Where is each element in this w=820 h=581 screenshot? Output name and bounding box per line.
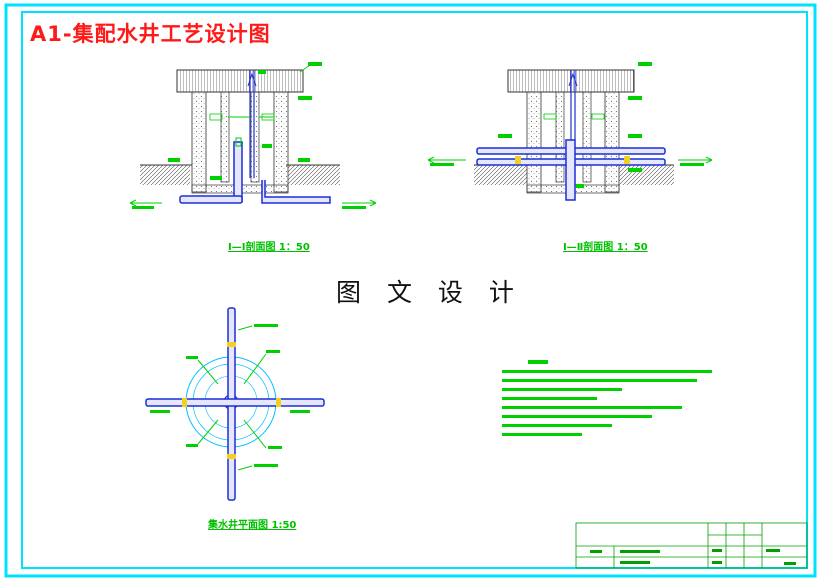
design-notes [502, 360, 712, 436]
drawing-title: A1-集配水井工艺设计图 [30, 22, 271, 46]
left-wall [191, 91, 207, 193]
inner-frame [21, 11, 808, 569]
plan-view-drawing [145, 307, 325, 501]
grating [176, 69, 304, 93]
plan-view-caption: 集水井平面图 1:50 [208, 520, 297, 531]
watermark-text: 图 文 设 计 [336, 278, 523, 307]
outer-frame [4, 3, 817, 578]
section-1-caption: Ⅰ—Ⅰ剖面图 1：50 [228, 242, 310, 253]
section-2-caption: Ⅰ—Ⅱ剖面图 1：50 [563, 242, 648, 253]
section-2-drawing [427, 62, 713, 201]
section-1-drawing [129, 62, 377, 209]
right-wall [273, 91, 289, 193]
title-block [575, 522, 808, 569]
